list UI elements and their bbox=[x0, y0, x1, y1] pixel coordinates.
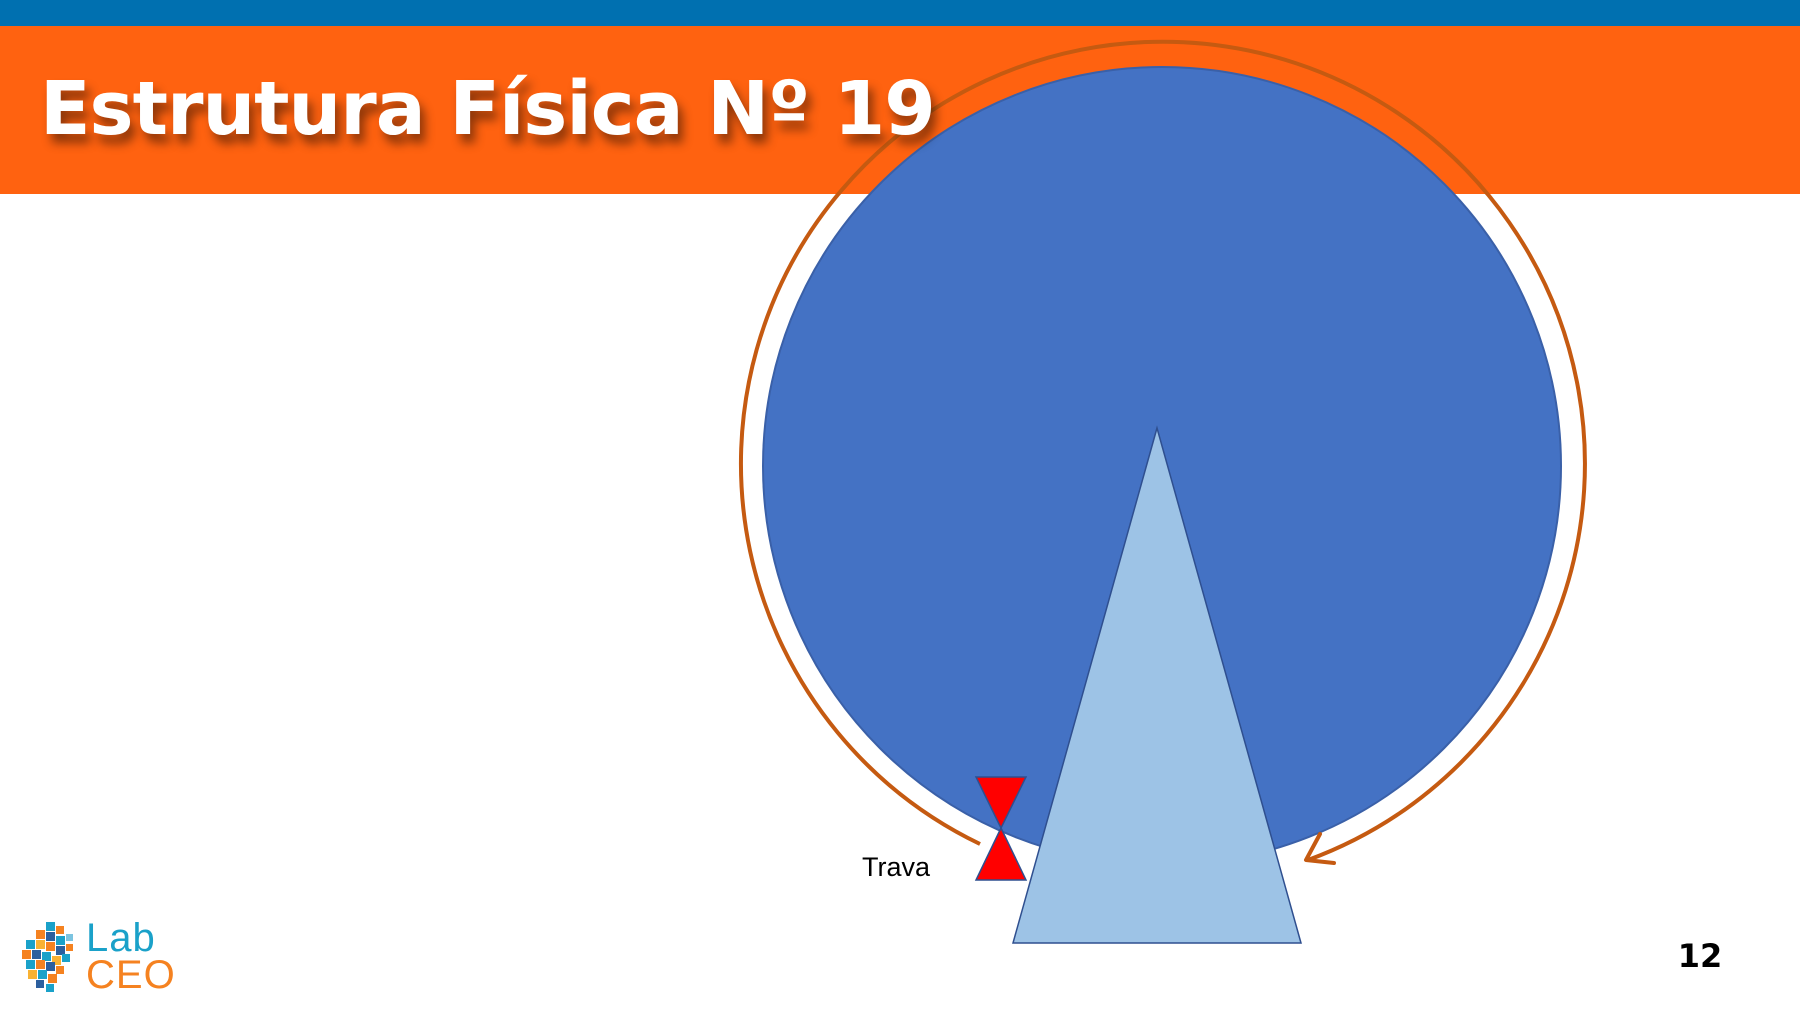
logo-text-lab: Lab bbox=[86, 916, 156, 960]
lock-top-triangle bbox=[974, 776, 1028, 830]
lock-bottom-triangle bbox=[974, 826, 1028, 881]
logo-mosaic-icon bbox=[22, 922, 73, 992]
logo-text-ceo: CEO bbox=[86, 953, 176, 997]
rotation-arrowhead bbox=[1304, 832, 1336, 865]
logo-wordmark: Lab CEO bbox=[86, 918, 176, 995]
labceo-logo: Lab CEO bbox=[20, 918, 180, 1000]
page-number: 12 bbox=[1677, 937, 1723, 975]
rotation-arrow bbox=[738, 39, 1587, 862]
base-triangle bbox=[1012, 425, 1302, 944]
lock-label: Trava bbox=[862, 852, 931, 882]
slide-title: Estrutura Física Nº 19 bbox=[40, 66, 936, 152]
top-stripe bbox=[0, 0, 1800, 26]
